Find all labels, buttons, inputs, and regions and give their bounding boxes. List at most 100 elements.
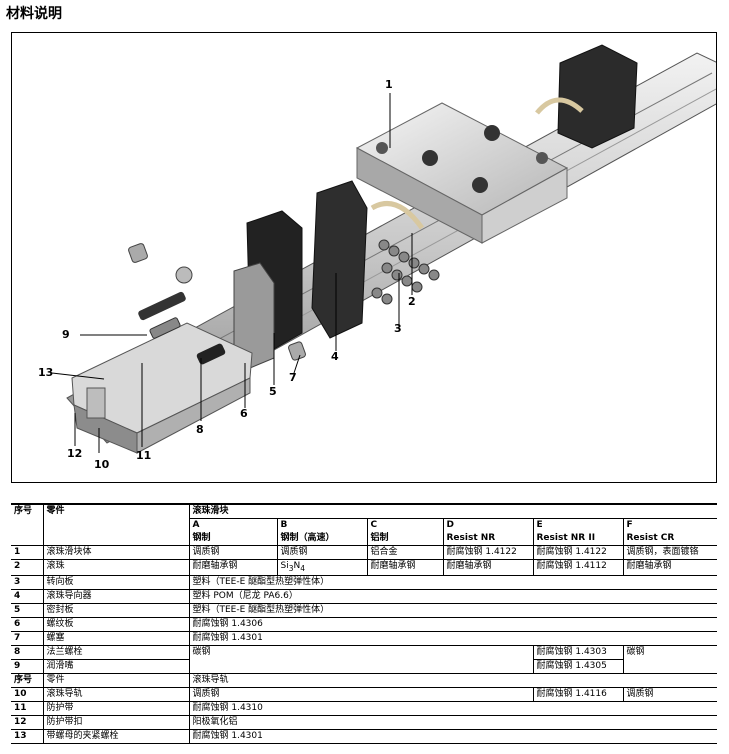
row-no: 11 (11, 700, 43, 716)
header-part: 零件 (42, 503, 189, 519)
material-table: 序号 零件 滚珠滑块 A B C D E F 钢制 钢制（高速） 铝制 Resi… (11, 503, 718, 744)
cell: 调质钢 (188, 686, 533, 702)
cell: 塑料（TEE-E 醚酯型热塑弹性体） (188, 574, 718, 590)
table-row: 13 带螺母的夹紧螺栓 耐腐蚀钢 1.4301 (11, 728, 718, 744)
row-part: 润滑嘴 (42, 658, 189, 674)
row-no: 12 (11, 714, 43, 730)
formula-subscript: 3 (288, 563, 294, 573)
cell: 耐磨轴承钢 (366, 559, 443, 576)
table-colname-row: 钢制 钢制（高速） 铝制 Resist NR Resist NR II Resi… (11, 532, 718, 546)
cell: 耐腐蚀钢 1.4116 (532, 686, 623, 702)
exploded-view-figure: 1 2 3 4 5 6 7 8 9 10 11 12 13 (11, 32, 717, 483)
row-no: 10 (11, 686, 43, 702)
row-part: 防护带扣 (42, 714, 189, 730)
cell: 耐磨轴承钢 (188, 559, 277, 576)
header-no: 序号 (11, 503, 43, 519)
row-part: 滚珠滑块体 (42, 545, 189, 560)
row-part: 防护带 (42, 700, 189, 716)
table-row: 1 滚珠滑块体 调质钢 调质钢 铝合金 耐腐蚀钢 1.4122 耐腐蚀钢 1.4… (11, 545, 718, 560)
header-ball-carriage: 滚珠滑块 (188, 503, 718, 519)
formula-part: Si (280, 561, 289, 571)
callout-6: 6 (240, 407, 248, 420)
col-letter: A (188, 518, 277, 532)
cell: 耐腐蚀钢 1.4303 (532, 644, 623, 660)
table-row: 10 滚珠导轨 调质钢 耐腐蚀钢 1.4116 调质钢 (11, 686, 718, 702)
cell: 铝合金 (366, 545, 443, 560)
table-row: 2 滚珠 耐磨轴承钢 Si3N4 耐磨轴承钢 耐磨轴承钢 耐腐蚀钢 1.4112… (11, 559, 718, 576)
header-ball-rail: 滚珠导轨 (188, 672, 718, 688)
table-row: 4 滚珠导向器 塑料 POM（尼龙 PA6.6） (11, 588, 718, 604)
table-row: 9 润滑嘴 耐腐蚀钢 1.4305 (11, 658, 717, 674)
table-header-row-rail: 序号 零件 滚珠导轨 (11, 672, 718, 688)
row-no: 6 (11, 616, 43, 632)
col-letter: F (622, 518, 718, 532)
cell: 耐磨轴承钢 (442, 559, 533, 576)
row-part: 转向板 (42, 574, 189, 590)
table-header-row: 序号 零件 滚珠滑块 (11, 503, 718, 519)
cell: 耐腐蚀钢 1.4310 (188, 700, 718, 716)
col-letter: B (276, 518, 367, 532)
col-name: 钢制 (188, 532, 277, 546)
row-no: 2 (11, 559, 43, 576)
seal-plates (233, 180, 368, 369)
table-row: 8 法兰螺栓 碳钢 耐腐蚀钢 1.4303 碳钢 (11, 644, 718, 674)
table-row: 12 防护带扣 阳极氧化铝 (11, 714, 718, 730)
end-seal-right (535, 44, 638, 149)
row-no: 13 (11, 728, 43, 744)
table-row: 7 螺塞 耐腐蚀钢 1.4301 (11, 630, 718, 646)
row-no: 9 (11, 658, 43, 674)
row-no: 3 (11, 574, 43, 590)
cell: 塑料（TEE-E 醚酯型热塑弹性体） (188, 602, 718, 618)
col-name: Resist CR (622, 532, 718, 546)
table-row: 11 防护带 耐腐蚀钢 1.4310 (11, 700, 718, 716)
callout-12: 12 (67, 447, 83, 460)
callout-8: 8 (196, 423, 204, 436)
cell: 调质钢 (276, 545, 367, 560)
col-name: Resist NR II (532, 532, 623, 546)
cell: 碳钢 (188, 644, 533, 674)
table-row: 3 转向板 塑料（TEE-E 醚酯型热塑弹性体） (11, 574, 718, 590)
callout-5: 5 (269, 385, 277, 398)
cell: 碳钢 (622, 644, 718, 674)
callout-10: 10 (94, 458, 110, 471)
callout-2: 2 (408, 295, 416, 308)
row-no: 7 (11, 630, 43, 646)
row-part: 法兰螺栓 (42, 644, 189, 660)
col-letter: C (366, 518, 443, 532)
callout-1: 1 (385, 78, 393, 91)
col-letter: D (442, 518, 533, 532)
header-no: 序号 (11, 672, 43, 688)
table-letter-row: A B C D E F (11, 518, 718, 532)
callout-7: 7 (289, 371, 297, 384)
col-name: Resist NR (442, 532, 533, 546)
callout-3: 3 (394, 322, 402, 335)
col-name: 铝制 (366, 532, 443, 546)
cell: 耐腐蚀钢 1.4301 (188, 630, 718, 646)
screws (128, 243, 306, 365)
carriage-block (355, 102, 569, 244)
row-part: 密封板 (42, 602, 189, 618)
callout-4: 4 (331, 350, 339, 363)
callout-11: 11 (136, 449, 152, 462)
cell: 耐腐蚀钢 1.4301 (188, 728, 718, 744)
cell: 调质钢 (188, 545, 277, 560)
row-part: 滚珠导轨 (42, 686, 189, 702)
cell: 调质钢，表面镀铬 (622, 545, 718, 560)
table-row: 5 密封板 塑料（TEE-E 醚酯型热塑弹性体） (11, 602, 718, 618)
leader-lines (51, 93, 413, 453)
cell-silicon-nitride: Si3N4 (276, 559, 367, 576)
cell: 耐磨轴承钢 (622, 559, 718, 576)
col-letter: E (532, 518, 623, 532)
linear-guide-illustration (51, 44, 716, 454)
ball-recirculation (371, 239, 440, 305)
row-part: 滚珠 (42, 559, 189, 576)
cell: 耐腐蚀钢 1.4305 (532, 658, 623, 674)
callout-13: 13 (38, 366, 54, 379)
header-part: 零件 (42, 672, 189, 688)
cell: 耐腐蚀钢 1.4112 (532, 559, 623, 576)
row-part: 螺塞 (42, 630, 189, 646)
cell: 塑料 POM（尼龙 PA6.6） (188, 588, 718, 604)
cell: 耐腐蚀钢 1.4122 (532, 545, 623, 560)
cell: 调质钢 (622, 686, 718, 702)
formula-subscript: 4 (300, 563, 306, 573)
